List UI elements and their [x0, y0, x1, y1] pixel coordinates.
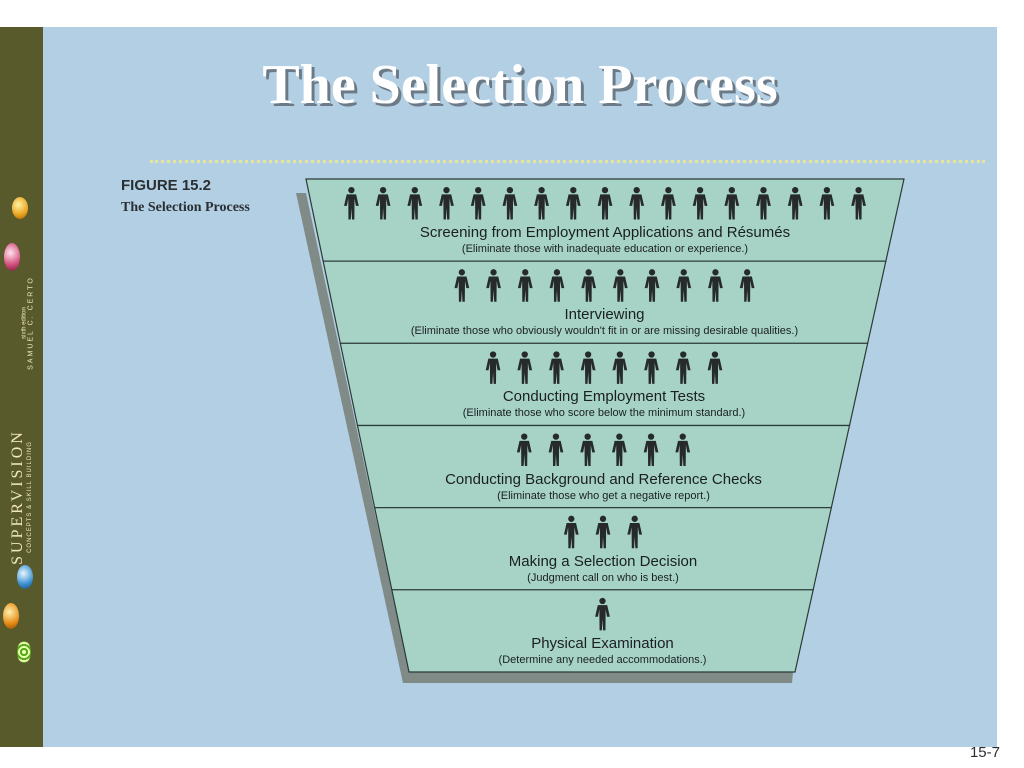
person-icon: [612, 351, 628, 384]
person-icon: [787, 187, 803, 220]
person-icon: [439, 187, 454, 220]
brand-logo: SUPERVISION CONCEPTS & SKILL BUILDING: [9, 429, 33, 565]
sidebar: sixth edition SAMUEL C. CERTO SUPERVISIO…: [0, 27, 43, 747]
funnel-stage: [391, 589, 814, 673]
person-icon: [517, 269, 533, 302]
person-icon: [676, 269, 692, 302]
person-icon: [627, 515, 643, 549]
figure-caption: The Selection Process: [121, 200, 250, 215]
person-icon: [486, 269, 501, 302]
person-icon: [644, 351, 659, 384]
person-icon: [595, 597, 610, 631]
person-icon: [565, 187, 581, 220]
person-icon: [470, 187, 486, 220]
green-gem-icon: [17, 641, 31, 663]
person-icon: [661, 187, 676, 220]
selection-funnel: [296, 178, 905, 683]
person-icon: [517, 351, 533, 384]
person-icon: [597, 187, 613, 220]
person-icon: [756, 187, 771, 220]
person-icon: [629, 187, 645, 220]
funnel-stage: [339, 342, 869, 427]
person-icon: [580, 351, 596, 384]
person-icon: [692, 187, 708, 220]
person-icon: [563, 515, 579, 549]
page-number: 15-7: [969, 744, 1000, 761]
person-icon: [819, 187, 835, 220]
person-icon: [549, 269, 565, 302]
author-text: SAMUEL C. CERTO: [27, 276, 35, 370]
title-divider: [150, 160, 985, 163]
person-icon: [739, 269, 755, 302]
orange-gem-icon: [3, 603, 19, 629]
edition-label: sixth edition SAMUEL C. CERTO: [22, 276, 35, 370]
person-icon: [851, 187, 866, 220]
person-icon: [643, 433, 659, 467]
person-icon: [613, 269, 628, 302]
person-icon: [516, 433, 532, 467]
slide: The Selection Process FIGURE 15.2 The Se…: [43, 27, 997, 747]
person-icon: [534, 187, 549, 220]
person-icon: [454, 269, 470, 302]
brand-subtitle: CONCEPTS & SKILL BUILDING: [27, 441, 33, 553]
person-icon: [612, 433, 627, 467]
figure-label: FIGURE 15.2: [121, 177, 212, 194]
person-icon: [344, 187, 359, 220]
person-icon: [502, 187, 518, 220]
person-icon: [595, 515, 611, 549]
brand-title: SUPERVISION: [9, 429, 26, 565]
person-icon: [580, 433, 595, 467]
blue-gem-icon: [17, 565, 33, 589]
person-icon: [485, 351, 501, 384]
pink-gem-icon: [4, 243, 20, 271]
gold-gem-icon: [12, 197, 28, 219]
person-icon: [675, 433, 691, 467]
slide-title: The Selection Process: [262, 54, 778, 116]
person-icon: [548, 433, 564, 467]
person-icon: [724, 187, 740, 220]
funnel-stage: [356, 424, 851, 509]
person-icon: [407, 187, 423, 220]
person-icon: [549, 351, 564, 384]
person-icon: [581, 269, 596, 302]
person-icon: [675, 351, 691, 384]
person-icon: [707, 351, 723, 384]
person-icon: [644, 269, 660, 302]
person-icon: [708, 269, 723, 302]
person-icon: [375, 187, 391, 220]
funnel-stage: [322, 260, 887, 344]
